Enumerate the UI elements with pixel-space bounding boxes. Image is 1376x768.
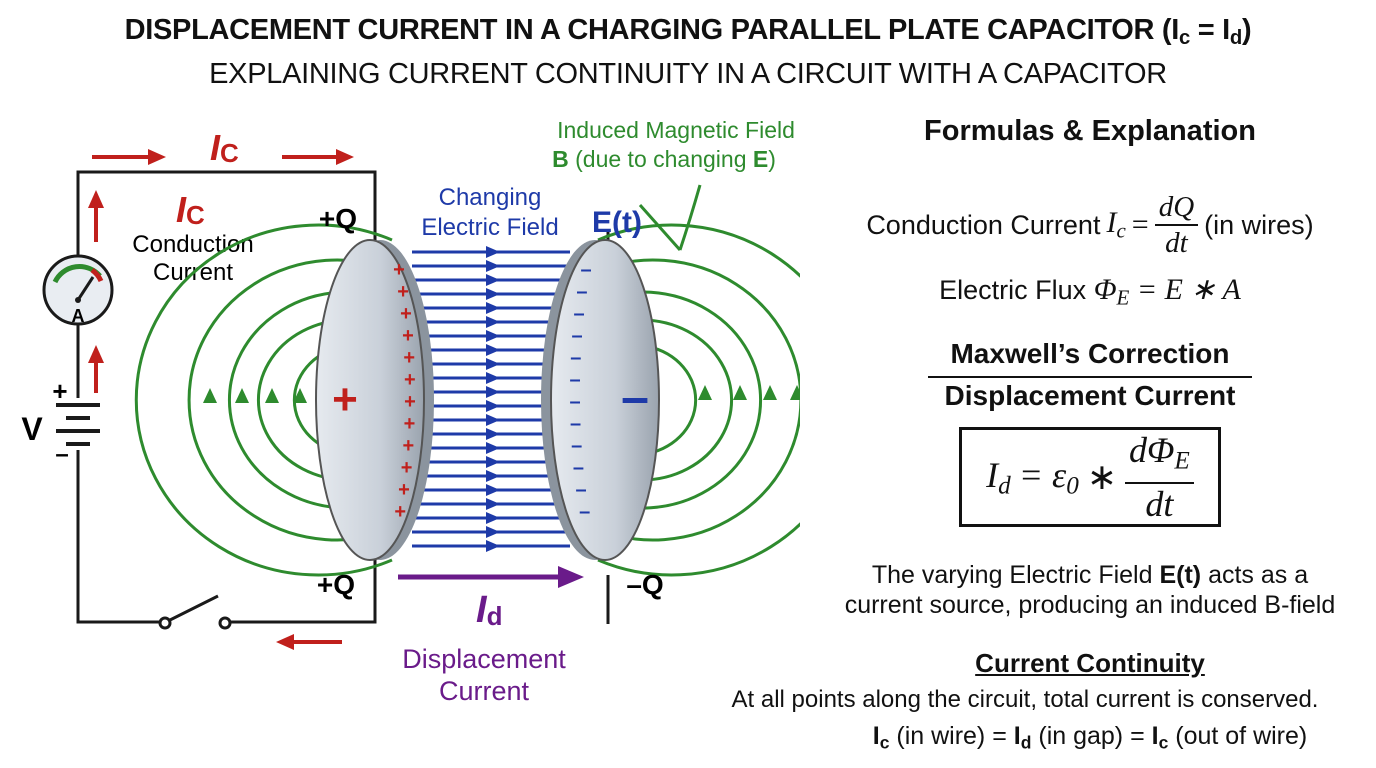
minus-charge: –: [575, 479, 586, 501]
conduction-current-arrows: [88, 149, 354, 650]
electric-field-arrowhead: [486, 316, 500, 328]
maxwell-correction-heading: Maxwell’s Correction: [950, 338, 1230, 369]
plus-charge: +: [404, 391, 416, 413]
plus-charge: +: [393, 259, 405, 281]
electric-field-arrowhead: [486, 288, 500, 300]
electric-field-arrowhead: [486, 372, 500, 384]
plus-charge: +: [400, 303, 412, 325]
page-title: DISPLACEMENT CURRENT IN A CHARGING PARAL…: [124, 14, 1252, 50]
plus-charge: +: [397, 281, 409, 303]
electric-field-arrowhead: [486, 260, 500, 272]
plate-minus-sign: –: [621, 369, 649, 425]
bfield-label-1: Induced Magnetic Field: [557, 117, 795, 143]
negative-plate: [541, 239, 660, 561]
plus-charge: +: [403, 435, 415, 457]
electric-field-arrowhead: [486, 344, 500, 356]
charge-plus-q-bottom: +Q: [317, 569, 355, 600]
minus-charge: –: [573, 457, 584, 479]
charge-minus-q: –Q: [626, 569, 663, 600]
minus-charge: –: [569, 391, 580, 413]
electric-field-arrowhead: [486, 302, 500, 314]
magnetic-field-arrowheads: [203, 385, 800, 403]
minus-charge: –: [570, 347, 581, 369]
page-subtitle: EXPLAINING CURRENT CONTINUITY IN A CIRCU…: [209, 58, 1167, 90]
electric-field-arrowhead: [486, 442, 500, 454]
negative-surface-charges: ––––––––––––: [569, 259, 591, 523]
positive-surface-charges: ++++++++++++: [393, 259, 416, 523]
minus-charge: –: [580, 259, 591, 281]
current-continuity-text: At all points along the circuit, total c…: [731, 686, 1319, 713]
minus-charge: –: [571, 325, 582, 347]
efield-label-1: Changing: [439, 184, 542, 211]
positive-plate: [315, 239, 434, 561]
electric-field-arrowhead: [486, 386, 500, 398]
electric-flux-formula: Electric Flux ΦE = E ∗ A: [939, 273, 1241, 310]
electric-field-lines: [412, 246, 570, 552]
electric-field-arrowhead: [486, 498, 500, 510]
displacement-current-heading: Displacement Current: [944, 380, 1236, 411]
plus-charge: +: [404, 413, 416, 435]
minus-charge: –: [576, 281, 587, 303]
displacement-current-label-2: Current: [439, 676, 530, 706]
minus-charge: –: [571, 435, 582, 457]
ic-top-label: IC: [210, 127, 239, 168]
electric-field-arrowhead: [486, 414, 500, 426]
plus-charge: +: [404, 369, 416, 391]
electric-field-arrowhead: [486, 540, 500, 552]
plate-plus-sign: +: [332, 375, 358, 424]
electric-field-arrowhead: [486, 428, 500, 440]
efield-label-2: Electric Field: [421, 214, 558, 241]
heading-divider: [928, 376, 1252, 378]
current-continuity-heading: Current Continuity: [975, 648, 1205, 678]
electric-field-arrowhead: [486, 330, 500, 342]
electric-field-arrowhead: [486, 470, 500, 482]
plus-charge: +: [401, 457, 413, 479]
electric-field-arrowhead: [486, 512, 500, 524]
battery-plus: +: [52, 376, 67, 406]
circuit-wires: [76, 170, 610, 624]
plus-charge: +: [402, 325, 414, 347]
plus-charge: +: [394, 501, 406, 523]
battery-voltage-label: V: [21, 411, 43, 447]
electric-field-arrowhead: [486, 400, 500, 412]
formulas-heading: Formulas & Explanation: [924, 115, 1256, 147]
ammeter: A: [42, 254, 114, 326]
minus-charge: –: [570, 369, 581, 391]
capacitor-circuit-diagram: A + – V IC IC Conduction Current: [21, 117, 800, 706]
ammeter-label: A: [72, 306, 85, 326]
varying-field-explanation: The varying Electric Field E(t) acts as …: [844, 561, 1336, 619]
battery-minus: –: [55, 441, 68, 468]
displacement-current-arrow: [398, 566, 584, 588]
electric-field-arrowhead: [486, 526, 500, 538]
electric-field-arrowhead: [486, 358, 500, 370]
electric-field-arrowhead: [486, 456, 500, 468]
charge-plus-q-top: +Q: [319, 203, 357, 234]
minus-charge: –: [573, 303, 584, 325]
bfield-label-2: B (due to changing E): [552, 146, 776, 172]
minus-charge: –: [579, 501, 590, 523]
plus-charge: +: [398, 479, 410, 501]
id-label: Id: [476, 589, 502, 631]
electric-field-arrowhead: [486, 246, 500, 258]
plus-charge: +: [403, 347, 415, 369]
minus-charge: –: [570, 413, 581, 435]
ic-side-label: IC: [176, 189, 205, 230]
electric-field-arrowhead: [486, 484, 500, 496]
displacement-current-label-1: Displacement: [402, 644, 566, 674]
battery: [56, 403, 100, 446]
current-continuity-equation: Ic (in wire) = Id (in gap) = Ic (out of …: [872, 722, 1308, 753]
switch: [158, 594, 232, 630]
electric-field-arrowhead: [486, 274, 500, 286]
efield-symbol: E(t): [592, 206, 642, 239]
